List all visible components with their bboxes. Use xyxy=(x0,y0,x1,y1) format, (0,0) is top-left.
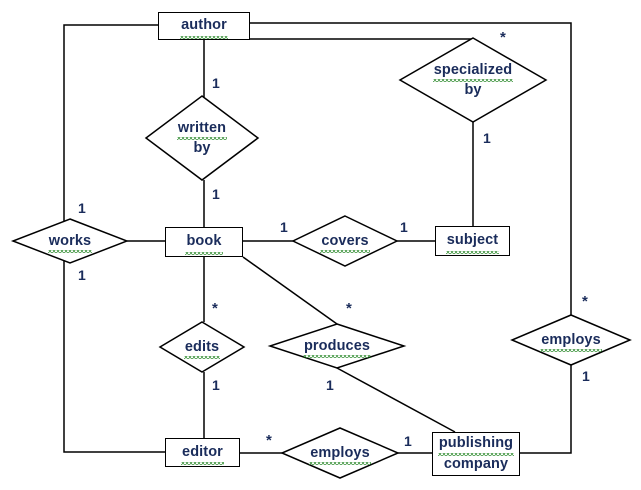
entity-editor[interactable]: editor xyxy=(165,438,240,467)
cardinality-author-employs-right: * xyxy=(582,293,588,310)
cardinality-specialized-by-subject: 1 xyxy=(483,130,491,146)
relationship-diamond-works[interactable] xyxy=(10,218,130,264)
edge-produces-to-publishing xyxy=(336,367,456,433)
cardinality-written-by-book: 1 xyxy=(212,186,220,202)
edge-employs-right-to-publishing xyxy=(520,365,572,454)
cardinality-book-edits: * xyxy=(212,300,218,317)
cardinality-book-covers: 1 xyxy=(280,219,288,235)
cardinality-author-written-by: 1 xyxy=(212,75,220,91)
cardinality-employs-right-publishing: 1 xyxy=(582,368,590,384)
cardinality-covers-subject: 1 xyxy=(400,219,408,235)
relationship-diamond-written-by[interactable] xyxy=(144,95,260,181)
relationship-diamond-edits[interactable] xyxy=(158,321,246,373)
cardinality-author-specialized-by: * xyxy=(500,29,506,46)
entity-label2-publishing-company: company xyxy=(443,456,509,472)
edge-author-right-to-frame-employs xyxy=(250,22,572,315)
edge-book-to-produces xyxy=(242,256,338,325)
cardinality-produces-publishing-company: 1 xyxy=(326,377,334,393)
entity-label-author: author xyxy=(180,15,228,39)
cardinality-editor-employs-bottom: * xyxy=(266,432,272,449)
entity-subject[interactable]: subject xyxy=(435,226,510,256)
cardinality-works-author: 1 xyxy=(78,200,86,216)
entity-label-publishing-company: publishing xyxy=(437,433,515,457)
entity-label-book: book xyxy=(185,231,223,255)
relationship-diamond-employs-right[interactable] xyxy=(510,314,632,366)
entity-label-subject: subject xyxy=(445,230,500,254)
cardinality-employs-bottom-publishing: 1 xyxy=(404,433,412,449)
edge-works-to-editor xyxy=(63,241,165,453)
cardinality-works-editor: 1 xyxy=(78,267,86,283)
cardinality-book-produces: * xyxy=(346,300,352,317)
entity-author[interactable]: author xyxy=(158,12,250,40)
relationship-diamond-produces[interactable] xyxy=(267,323,407,369)
entity-label-editor: editor xyxy=(181,442,224,466)
relationship-diamond-employs-bottom[interactable] xyxy=(280,427,400,479)
relationship-diamond-specialized-by[interactable] xyxy=(398,37,548,123)
cardinality-edits-editor: 1 xyxy=(212,377,220,393)
relationship-diamond-covers[interactable] xyxy=(291,215,399,267)
entity-book[interactable]: book xyxy=(165,227,243,257)
